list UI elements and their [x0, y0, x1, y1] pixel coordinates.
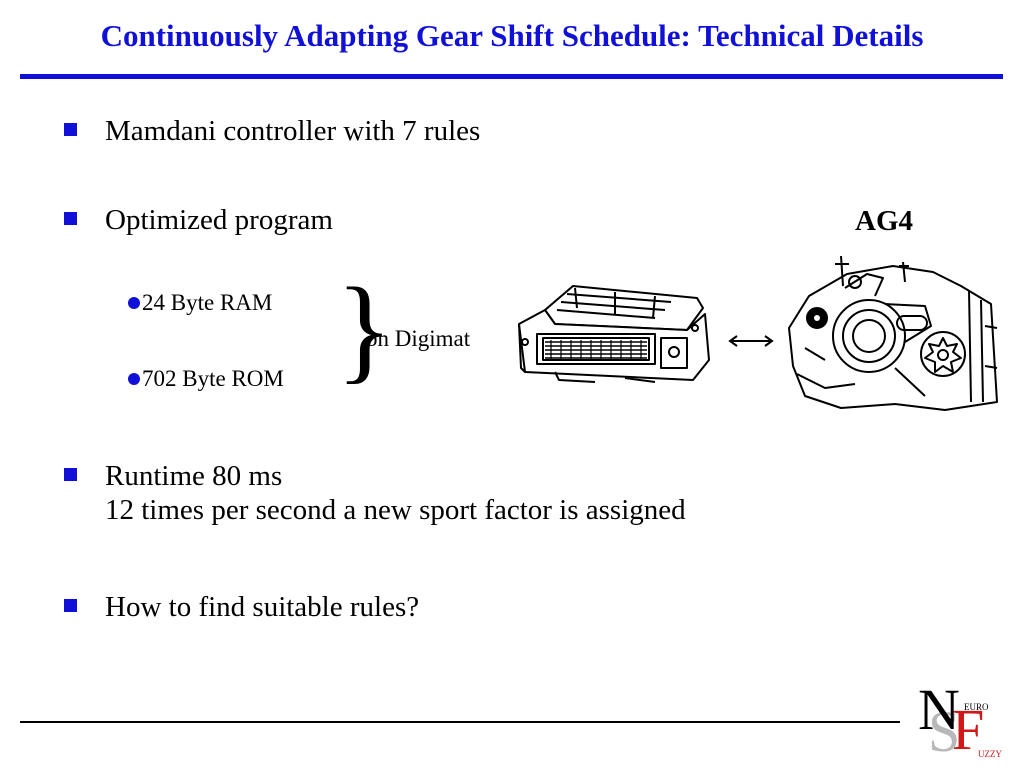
bullet-text: How to find suitable rules? [105, 591, 420, 623]
bullet-rules-question: How to find suitable rules? [64, 590, 419, 624]
logo-uzzy-text: UZZY [978, 749, 1002, 759]
subbullet-ram: 24 Byte RAM [128, 290, 272, 316]
square-bullet-icon [64, 599, 77, 612]
logo-euro-text: EURO [964, 702, 989, 712]
footer-divider [20, 721, 900, 723]
double-arrow-icon [728, 335, 774, 347]
logo-letter-f: F [952, 697, 985, 762]
round-bullet-icon [128, 297, 140, 309]
gearbox-ag4-image [788, 256, 998, 411]
logo-letter-s: S [928, 699, 961, 764]
logo-letter-n: N [918, 677, 960, 742]
bullet-optimized: Optimized program [64, 203, 333, 237]
square-bullet-icon [64, 212, 77, 225]
square-bullet-icon [64, 468, 77, 481]
bullet-text: Optimized program [105, 204, 333, 236]
square-bullet-icon [64, 123, 77, 136]
bullet-text: Runtime 80 ms [105, 460, 283, 492]
bullet-mamdani: Mamdani controller with 7 rules [64, 114, 480, 148]
ecu-control-unit-image [518, 285, 710, 383]
bullet-text-line2: 12 times per second a new sport factor i… [105, 494, 686, 526]
bullet-runtime: Runtime 80 ms 12 times per second a new … [64, 459, 686, 527]
subbullet-text: 24 Byte RAM [142, 290, 273, 315]
title-divider [20, 74, 1003, 79]
gearbox-label: AG4 [855, 205, 913, 237]
slide-title: Continuously Adapting Gear Shift Schedul… [100, 18, 924, 53]
bullet-text: Mamdani controller with 7 rules [105, 115, 481, 147]
curly-brace: } [336, 263, 393, 394]
neuro-fuzzy-logo: S N F EURO UZZY [918, 677, 1002, 764]
subbullet-rom: 702 Byte ROM [128, 366, 284, 392]
subbullet-text: 702 Byte ROM [142, 366, 284, 391]
round-bullet-icon [128, 373, 140, 385]
bullet-text-block: Runtime 80 ms 12 times per second a new … [105, 459, 686, 527]
brace-label: on Digimat [366, 326, 471, 351]
